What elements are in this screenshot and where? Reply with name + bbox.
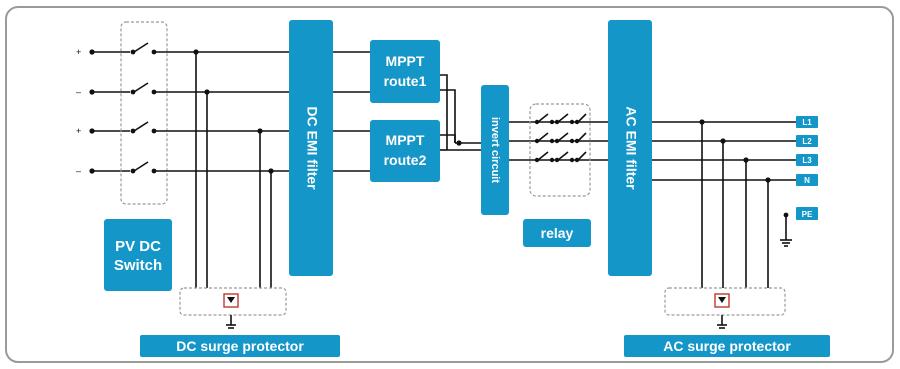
ac-emi-filter-label: AC EMI filter — [623, 106, 639, 190]
pv-dc-switch-block: PV DC Switch — [104, 219, 172, 291]
invert-circuit-label: invert circuit — [489, 117, 501, 183]
mppt-route1-label-line2: route1 — [384, 73, 427, 89]
dc-bus-lines — [154, 49, 290, 288]
diagram-frame — [5, 6, 894, 363]
dc-surge-protector-text: DC surge protector — [176, 338, 304, 354]
inverter-to-relay-lines — [509, 121, 610, 161]
relay-contacts — [534, 113, 587, 163]
input-polarity-1: + — [76, 47, 81, 57]
ac-output-lines — [652, 119, 796, 288]
emi-to-mppt-lines — [333, 51, 371, 172]
ac-surge-protector-text: AC surge protector — [663, 338, 791, 354]
output-tag-n: N — [804, 176, 810, 185]
input-terminals — [89, 49, 130, 174]
mppt-route2-block: MPPT route2 — [370, 120, 440, 182]
input-polarity-3: + — [76, 126, 81, 136]
mppt-route2-label-line2: route2 — [384, 152, 427, 168]
output-tag-l2: L2 — [802, 137, 812, 146]
ac-surge-protector-label: AC surge protector — [624, 335, 830, 357]
mppt-to-inverter-lines — [440, 74, 482, 151]
output-tag-l1: L1 — [802, 118, 812, 127]
dc-emi-filter-label: DC EMI filter — [304, 106, 320, 190]
mppt-route1-label-line1: MPPT — [386, 53, 425, 69]
input-polarity-labels: + – + – — [76, 47, 81, 176]
input-polarity-4: – — [76, 166, 81, 176]
ac-emi-filter-block: AC EMI filter — [608, 20, 652, 276]
mppt-route1-block: MPPT route1 — [370, 40, 440, 103]
pe-ground: PE — [780, 207, 818, 247]
relay-label-block: relay — [523, 219, 591, 247]
relay-enclosure — [529, 103, 591, 197]
invert-circuit-block: invert circuit — [481, 85, 509, 215]
relay-label: relay — [541, 225, 574, 241]
dc-emi-filter-block: DC EMI filter — [289, 20, 333, 276]
input-polarity-2: – — [76, 87, 81, 97]
pv-dc-switch-label-line2: Switch — [114, 257, 162, 274]
pv-dc-switch-enclosure — [120, 21, 168, 205]
pv-dc-switch-label-line1: PV DC — [115, 238, 161, 255]
dc-surge-protector-label: DC surge protector — [140, 335, 340, 357]
output-terminal-tags: L1 L2 L3 N — [796, 116, 818, 186]
dc-surge-protector — [179, 287, 287, 329]
mppt-route2-label-line1: MPPT — [386, 132, 425, 148]
pe-label: PE — [802, 210, 813, 219]
ac-surge-protector — [664, 287, 786, 329]
output-tag-l3: L3 — [802, 156, 812, 165]
